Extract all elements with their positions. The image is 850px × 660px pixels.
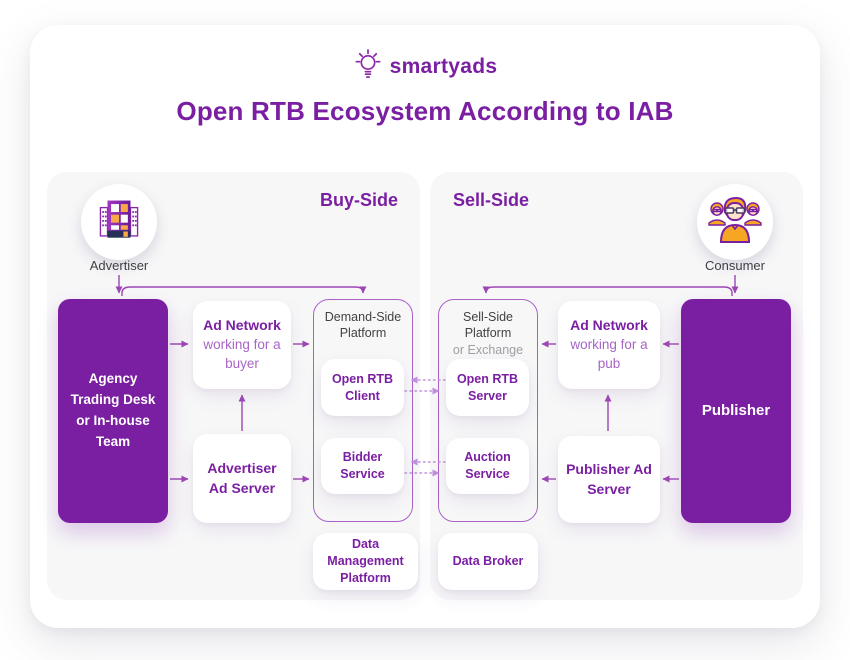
consumer-label: Consumer — [705, 258, 765, 273]
open-rtb-client-label: Open RTB Client — [331, 371, 394, 403]
dmp-label: Data Management Platform — [327, 537, 404, 585]
ssp-subtitle-text: or Exchange — [452, 342, 524, 357]
ad-network-buyer-subtitle: working for a buyer — [203, 336, 281, 371]
ad-network-buyer-box: Ad Network working for a buyer — [193, 301, 291, 389]
publisher-ad-server-label: Publisher Ad Server — [566, 460, 652, 497]
open-rtb-client-box: Open RTB Client — [321, 359, 404, 416]
bidder-service-label: Bidder Service — [340, 450, 385, 481]
ssp-title: Sell-Side Platform or Exchange — [439, 309, 537, 358]
brand-name: smartyads — [389, 55, 498, 78]
data-broker-box: Data Broker — [438, 533, 538, 590]
auction-service-box: Auction Service — [446, 438, 529, 494]
smartyads-logo: smartyads — [0, 48, 850, 86]
sell-side-label: Sell-Side — [453, 190, 530, 210]
dmp-box: Data Management Platform — [313, 533, 418, 590]
dsp-title: Demand-Side Platform — [324, 310, 402, 341]
ssp-container: Sell-Side Platform or Exchange — [438, 299, 538, 522]
advertiser-avatar — [81, 184, 157, 260]
ad-network-pub-subtitle: working for a pub — [570, 336, 648, 371]
people-icon — [707, 196, 763, 249]
open-rtb-server-label: Open RTB Server — [456, 371, 519, 403]
auction-service-label: Auction Service — [464, 450, 511, 481]
data-broker-label: Data Broker — [452, 554, 524, 569]
lightbulb-icon — [353, 48, 383, 87]
dsp-container: Demand-Side Platform — [313, 299, 413, 522]
publisher-box: Publisher — [681, 299, 791, 523]
ssp-title-text: Sell-Side Platform — [462, 310, 514, 341]
bidder-service-box: Bidder Service — [321, 438, 404, 494]
page-title: Open RTB Ecosystem According to IAB — [176, 96, 674, 126]
advertiser-ad-server-label: Advertiser Ad Server — [207, 459, 277, 496]
buy-side-label: Buy-Side — [319, 190, 398, 210]
publisher-ad-server-box: Publisher Ad Server — [558, 436, 660, 523]
open-rtb-server-box: Open RTB Server — [446, 359, 529, 416]
advertiser-label: Advertiser — [89, 258, 149, 273]
consumer-avatar — [697, 184, 773, 260]
ad-network-pub-title: Ad Network — [570, 317, 648, 334]
advertiser-ad-server-box: Advertiser Ad Server — [193, 434, 291, 523]
ad-network-pub-box: Ad Network working for a pub — [558, 301, 660, 389]
ad-network-buyer-title: Ad Network — [203, 317, 281, 334]
building-icon — [96, 195, 142, 250]
agency-trading-desk-box: Agency Trading Desk or In-house Team — [58, 299, 168, 523]
